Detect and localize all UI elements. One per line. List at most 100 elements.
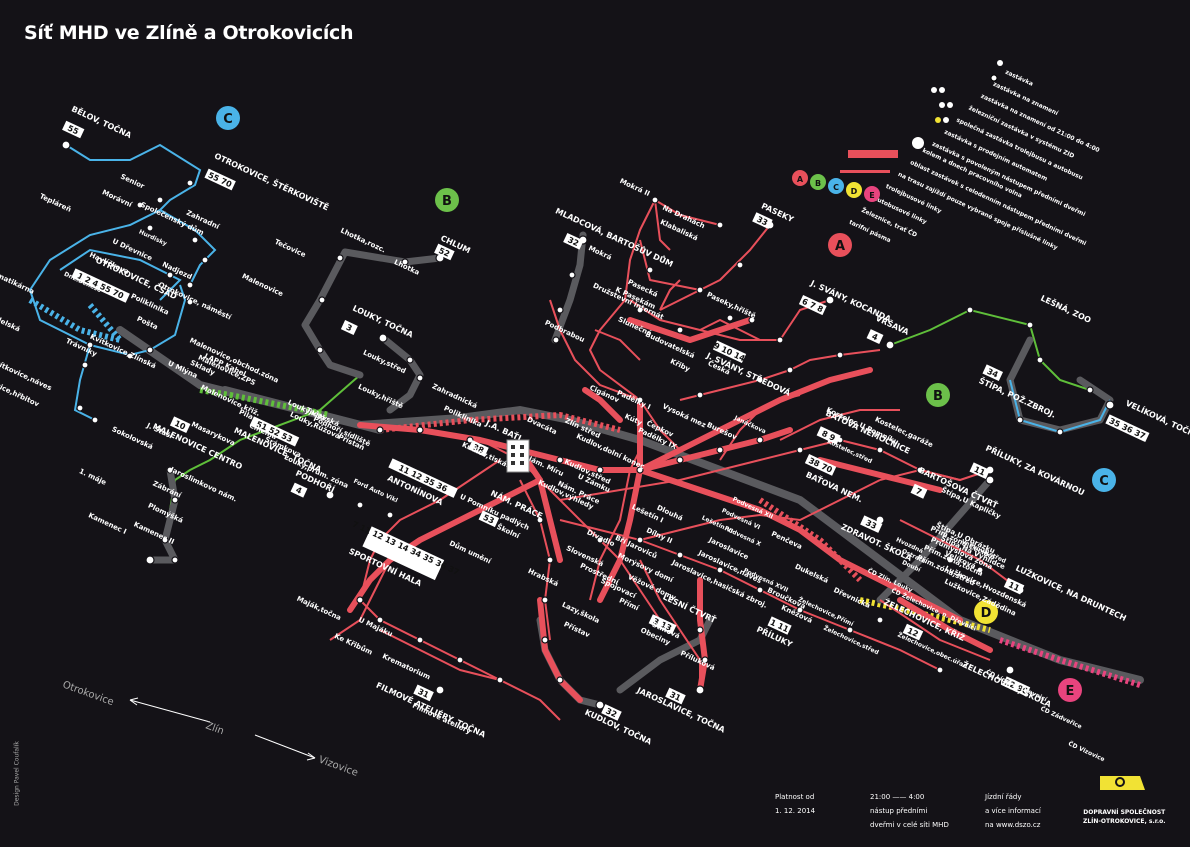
svg-text:Mokrá II: Mokrá II [618, 177, 651, 198]
night-boarding-block: 21:00 —— 4:00 nástup předními dveřmi v c… [870, 790, 949, 832]
svg-text:Malenovice: Malenovice [241, 272, 285, 298]
svg-text:E: E [1066, 684, 1075, 699]
designer-credit: Design Pavel Coufalík [13, 741, 21, 806]
stop-labels: Senior Zahradní Morávní Společenský dům … [0, 173, 1106, 764]
svg-text:Morávní: Morávní [101, 188, 134, 209]
info-block: Jízdní řády a více informací na www.dszo… [985, 790, 1041, 832]
svg-text:Dřevnická: Dřevnická [832, 586, 871, 610]
svg-text:Zábrání: Zábrání [151, 480, 182, 500]
svg-text:Maják,točna: Maják,točna [295, 595, 342, 623]
svg-text:Kamenec I: Kamenec I [87, 511, 128, 536]
svg-text:JAROSLAVICE, TOČNA: JAROSLAVICE, TOČNA [635, 684, 728, 735]
svg-text:Ke Křibům: Ke Křibům [333, 631, 374, 657]
stop-markers [61, 140, 1115, 710]
svg-text:Otrokovice, náměstí: Otrokovice, náměstí [157, 281, 233, 322]
svg-text:35 36 37: 35 36 37 [1108, 416, 1147, 441]
svg-text:Dukelská: Dukelská [794, 563, 830, 586]
building-icon [506, 439, 530, 473]
valid-date: 1. 12. 2014 [775, 807, 816, 815]
validity-block: Platnost od 1. 12. 2014 [775, 790, 815, 818]
svg-text:31: 31 [668, 690, 682, 703]
direction-labels: Otrokovice Zlín Vizovice [61, 679, 359, 778]
svg-text:Dům umění: Dům umění [448, 538, 493, 565]
svg-text:Hurdisky: Hurdisky [138, 228, 168, 247]
svg-text:C: C [833, 183, 839, 192]
svg-text:E: E [869, 191, 874, 200]
svg-text:11: 11 [1007, 580, 1021, 593]
svg-text:zastávka: zastávka [1004, 69, 1034, 88]
svg-text:34: 34 [986, 367, 1000, 380]
svg-text:B: B [442, 194, 452, 209]
svg-text:38: 38 [471, 442, 485, 455]
red-bus-lines [329, 199, 1021, 721]
svg-text:ČD Vizovice: ČD Vizovice [1067, 740, 1106, 763]
svg-text:7: 7 [914, 486, 923, 497]
zone-e-marker: E [1058, 678, 1082, 702]
svg-text:Přímí: Přímí [618, 596, 641, 612]
info-text-1: Jízdní řády [985, 793, 1022, 801]
svg-text:10: 10 [173, 419, 187, 432]
svg-text:B: B [815, 179, 821, 188]
svg-text:Zlín: Zlín [204, 720, 226, 738]
svg-text:Louky,hřiště: Louky,hřiště [357, 383, 405, 411]
svg-text:Divadlo: Divadlo [586, 528, 616, 548]
svg-text:Padělky I: Padělky I [616, 389, 652, 412]
dszo-logo [1100, 776, 1145, 790]
svg-text:3: 3 [345, 323, 354, 334]
svg-text:53: 53 [482, 513, 496, 526]
blue-bus-lines [28, 143, 217, 421]
svg-text:ČD Lípa, n. Dřevnicí: ČD Lípa, n. Dřevnicí [985, 669, 1049, 704]
svg-text:D: D [981, 606, 992, 621]
svg-text:31: 31 [416, 687, 430, 700]
svg-text:PŘÍLUKY, ZA KOVÁRNOU: PŘÍLUKY, ZA KOVÁRNOU [984, 442, 1087, 498]
svg-text:C: C [1099, 474, 1109, 489]
svg-text:Hrabská: Hrabská [527, 567, 560, 588]
red-trolleybus-corridors [347, 317, 993, 703]
info-text-2: a více informací [985, 807, 1041, 815]
svg-text:Vizovice: Vizovice [317, 754, 359, 778]
svg-text:55: 55 [66, 124, 80, 137]
svg-text:C: C [223, 112, 233, 127]
svg-text:Plomýšká: Plomýšká [147, 501, 185, 525]
svg-text:Tečovice: Tečovice [273, 238, 307, 259]
night-text-1: nástup předními [870, 807, 928, 815]
svg-text:32: 32 [566, 235, 580, 248]
svg-text:55 70: 55 70 [207, 171, 234, 190]
svg-text:Senior: Senior [119, 173, 146, 191]
svg-text:Zahradnická: Zahradnická [431, 382, 479, 410]
svg-text:Penčeva: Penčeva [770, 530, 804, 551]
svg-text:Krematorium: Krematorium [381, 652, 431, 681]
zone-b-marker-n: B [435, 188, 459, 212]
svg-text:LEŠNÁ, ZOO: LEŠNÁ, ZOO [1039, 292, 1093, 325]
company-name: DOPRAVNÍ SPOLEČNOST ZLÍN-OTROKOVICE, s.r… [1083, 809, 1166, 825]
svg-text:4: 4 [870, 332, 879, 343]
svg-text:J.A. BAŤI: J.A. BAŤI [483, 416, 523, 443]
svg-text:A: A [835, 239, 845, 254]
svg-text:32: 32 [604, 706, 618, 719]
zone-d-marker: D [974, 600, 998, 624]
svg-text:Filmové ateliéry: Filmové ateliéry [411, 702, 473, 736]
svg-text:Mokrá: Mokrá [587, 244, 613, 262]
zone-markers: C B A B C D E [216, 106, 1116, 702]
svg-text:A: A [797, 175, 804, 184]
svg-text:6 7 8: 6 7 8 [801, 297, 825, 315]
svg-text:Příluková: Příluková [679, 649, 716, 672]
svg-text:ČD Zádveřice: ČD Zádveřice [1039, 705, 1083, 730]
svg-text:B: B [933, 389, 943, 404]
svg-text:na trasu zajíždí pouze vybrané: na trasu zajíždí pouze vybrané spoje pří… [897, 171, 1059, 252]
svg-text:Pošta: Pošta [136, 315, 160, 332]
svg-text:4: 4 [294, 485, 303, 496]
svg-text:33: 33 [864, 518, 878, 531]
svg-text:11: 11 [973, 465, 987, 478]
map-title: Síť MHD ve Zlíně a Otrokovicích [24, 22, 354, 44]
night-text-2: dveřmi v celé síti MHD [870, 821, 949, 829]
zone-c-marker-nw: C [216, 106, 240, 130]
info-website[interactable]: na www.dszo.cz [985, 821, 1041, 829]
legend: zastávka zastávka na znamení zastávka na… [792, 60, 1101, 252]
svg-text:Pneumatikárna: Pneumatikárna [0, 263, 36, 296]
svg-text:U Majáku: U Majáku [357, 616, 394, 639]
svg-text:Vysoká mez: Vysoká mez [661, 402, 707, 429]
svg-text:33: 33 [755, 215, 769, 228]
svg-text:Otrokovice: Otrokovice [61, 679, 115, 708]
